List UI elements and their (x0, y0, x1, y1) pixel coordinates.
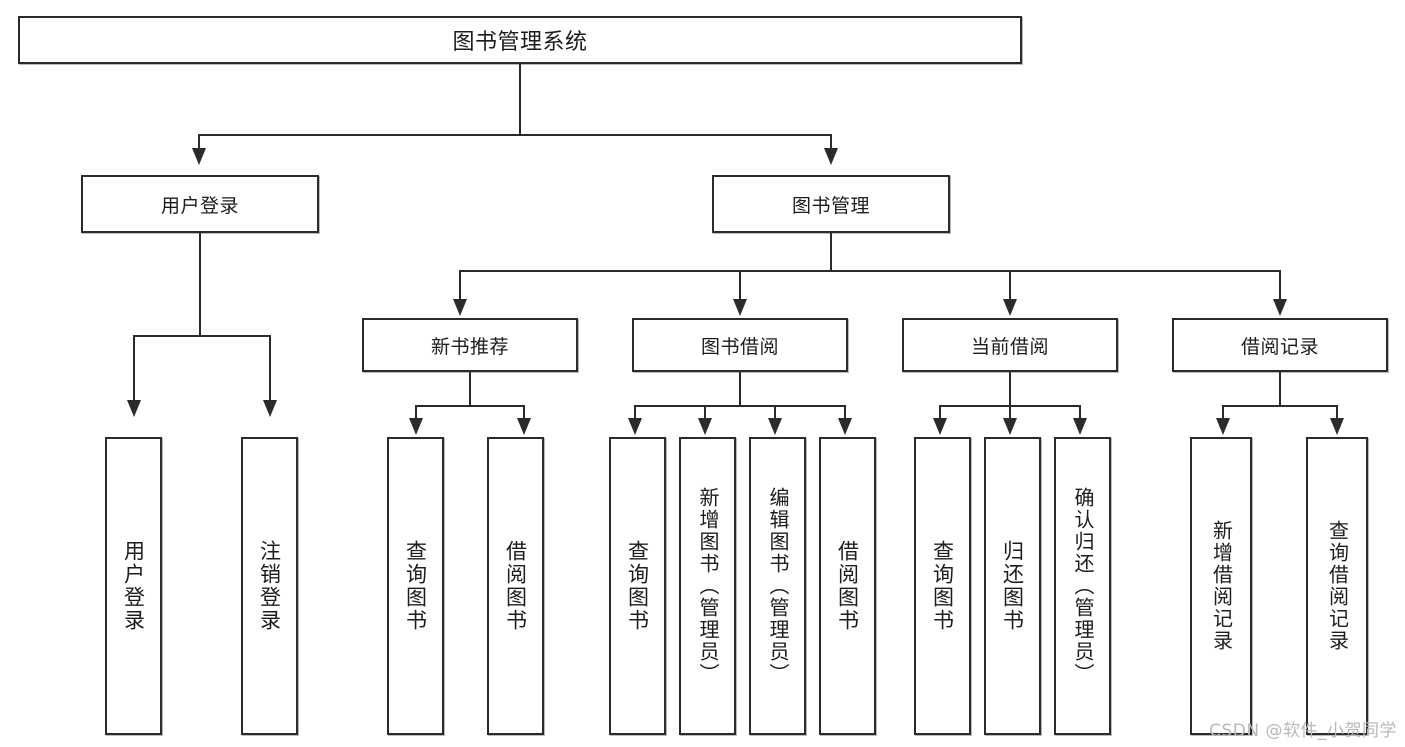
arrowhead-login-leaf-1 (127, 400, 141, 417)
leaf-query-book-recommend[interactable]: 查询图书 (387, 437, 444, 735)
node-label: 新增图书（管理员） (696, 487, 720, 685)
node-current-borrow[interactable]: 当前借阅 (902, 318, 1118, 372)
node-label: 借阅图书 (835, 540, 860, 632)
arrowhead-currentborrow-leaf-2 (1003, 418, 1017, 435)
connector-bookborrow-bus (634, 405, 846, 407)
node-label: 注销登录 (257, 540, 282, 632)
leaf-query-book-borrow[interactable]: 查询图书 (609, 437, 666, 735)
node-root-system[interactable]: 图书管理系统 (18, 16, 1022, 64)
node-new-book-recommend[interactable]: 新书推荐 (362, 318, 578, 372)
arrowhead-login-leaf-2 (263, 400, 277, 417)
connector-borrowrecord-to-leaf-2 (1336, 405, 1338, 420)
connector-newbook-to-leaf-1 (415, 405, 417, 420)
connector-bookborrow-to-leaf-2 (704, 405, 706, 420)
node-label: 图书借阅 (700, 335, 779, 358)
connector-newbook-stem (469, 372, 471, 406)
arrowhead-currentborrow-leaf-3 (1073, 418, 1087, 435)
connector-bookmgmt-bus (459, 270, 1281, 272)
leaf-query-borrow-record[interactable]: 查询借阅记录 (1306, 437, 1368, 735)
connector-currentborrow-to-leaf-3 (1079, 405, 1081, 420)
connector-borrowrecord-bus (1222, 405, 1338, 407)
connector-bookmgmt-to-current (1009, 270, 1011, 301)
connector-root-to-bookmgmt (830, 134, 832, 151)
node-label: 新书推荐 (430, 335, 509, 358)
node-borrow-record[interactable]: 借阅记录 (1172, 318, 1388, 372)
arrowhead-bookmgmt-record (1273, 299, 1287, 316)
arrowhead-bookborrow-leaf-1 (628, 418, 642, 435)
arrowhead-currentborrow-leaf-1 (933, 418, 947, 435)
connector-login-bus (133, 335, 271, 337)
node-label: 图书管理 (791, 194, 870, 217)
node-label: 新增借阅记录 (1209, 520, 1234, 652)
arrowhead-borrowrecord-leaf-1 (1216, 418, 1230, 435)
connector-bookmgmt-stem (830, 233, 832, 271)
arrowhead-bookborrow-leaf-4 (838, 418, 852, 435)
connector-root-bus (198, 134, 832, 136)
arrowhead-bookmgmt-borrow (733, 299, 747, 316)
leaf-return-book[interactable]: 归还图书 (984, 437, 1041, 735)
arrowhead-newbook-leaf-1 (409, 418, 423, 435)
connector-root-to-login (198, 134, 200, 151)
connector-bookborrow-stem (739, 372, 741, 406)
arrowhead-borrowrecord-leaf-2 (1330, 418, 1344, 435)
connector-currentborrow-stem (1009, 372, 1011, 406)
connector-borrowrecord-to-leaf-1 (1222, 405, 1224, 420)
arrowhead-bookmgmt-current (1003, 299, 1017, 316)
node-book-management[interactable]: 图书管理 (712, 175, 950, 233)
leaf-add-book-admin[interactable]: 新增图书（管理员） (679, 437, 736, 735)
node-label: 借阅图书 (503, 540, 528, 632)
node-label: 查询图书 (625, 540, 650, 632)
leaf-borrow-book[interactable]: 借阅图书 (819, 437, 876, 735)
node-label: 用户登录 (121, 540, 146, 632)
arrowhead-bookmgmt-newbook (453, 299, 467, 316)
connector-login-to-leaf-1 (133, 335, 135, 402)
node-label: 查询图书 (403, 540, 428, 632)
connector-currentborrow-to-leaf-1 (939, 405, 941, 420)
connector-currentborrow-to-leaf-2 (1009, 405, 1011, 420)
leaf-logout[interactable]: 注销登录 (241, 437, 298, 735)
arrowhead-root-to-login (192, 148, 206, 165)
leaf-confirm-return-admin[interactable]: 确认归还（管理员） (1054, 437, 1111, 735)
connector-root-stem (519, 64, 521, 135)
connector-bookborrow-to-leaf-4 (844, 405, 846, 420)
node-label: 当前借阅 (970, 335, 1049, 358)
node-label: 确认归还（管理员） (1071, 487, 1095, 685)
connector-newbook-to-leaf-2 (523, 405, 525, 420)
connector-bookborrow-to-leaf-3 (774, 405, 776, 420)
watermark-text: CSDN @软件_小贺同学 (1209, 721, 1397, 741)
connector-bookmgmt-to-borrow (739, 270, 741, 301)
node-label: 查询借阅记录 (1325, 520, 1350, 652)
arrowhead-newbook-leaf-2 (517, 418, 531, 435)
node-label: 编辑图书（管理员） (766, 487, 790, 685)
node-label: 用户登录 (160, 194, 239, 217)
leaf-user-login[interactable]: 用户登录 (105, 437, 162, 735)
arrowhead-bookborrow-leaf-3 (768, 418, 782, 435)
node-user-login[interactable]: 用户登录 (81, 175, 319, 233)
leaf-borrow-book-recommend[interactable]: 借阅图书 (487, 437, 544, 735)
leaf-query-book-current[interactable]: 查询图书 (914, 437, 971, 735)
connector-newbook-bus (415, 405, 525, 407)
node-book-borrow[interactable]: 图书借阅 (632, 318, 848, 372)
node-label: 归还图书 (1000, 540, 1025, 632)
connector-bookmgmt-to-record (1279, 270, 1281, 301)
node-label: 图书管理系统 (452, 30, 588, 55)
connector-login-stem (199, 233, 201, 336)
connector-bookborrow-to-leaf-1 (634, 405, 636, 420)
arrowhead-bookborrow-leaf-2 (698, 418, 712, 435)
connector-login-to-leaf-2 (269, 335, 271, 402)
connector-bookmgmt-to-newbook (459, 270, 461, 301)
node-label: 查询图书 (930, 540, 955, 632)
arrowhead-root-to-bookmgmt (824, 148, 838, 165)
leaf-add-borrow-record[interactable]: 新增借阅记录 (1190, 437, 1252, 735)
leaf-edit-book-admin[interactable]: 编辑图书（管理员） (749, 437, 806, 735)
connector-borrowrecord-stem (1279, 372, 1281, 406)
node-label: 借阅记录 (1240, 335, 1319, 358)
